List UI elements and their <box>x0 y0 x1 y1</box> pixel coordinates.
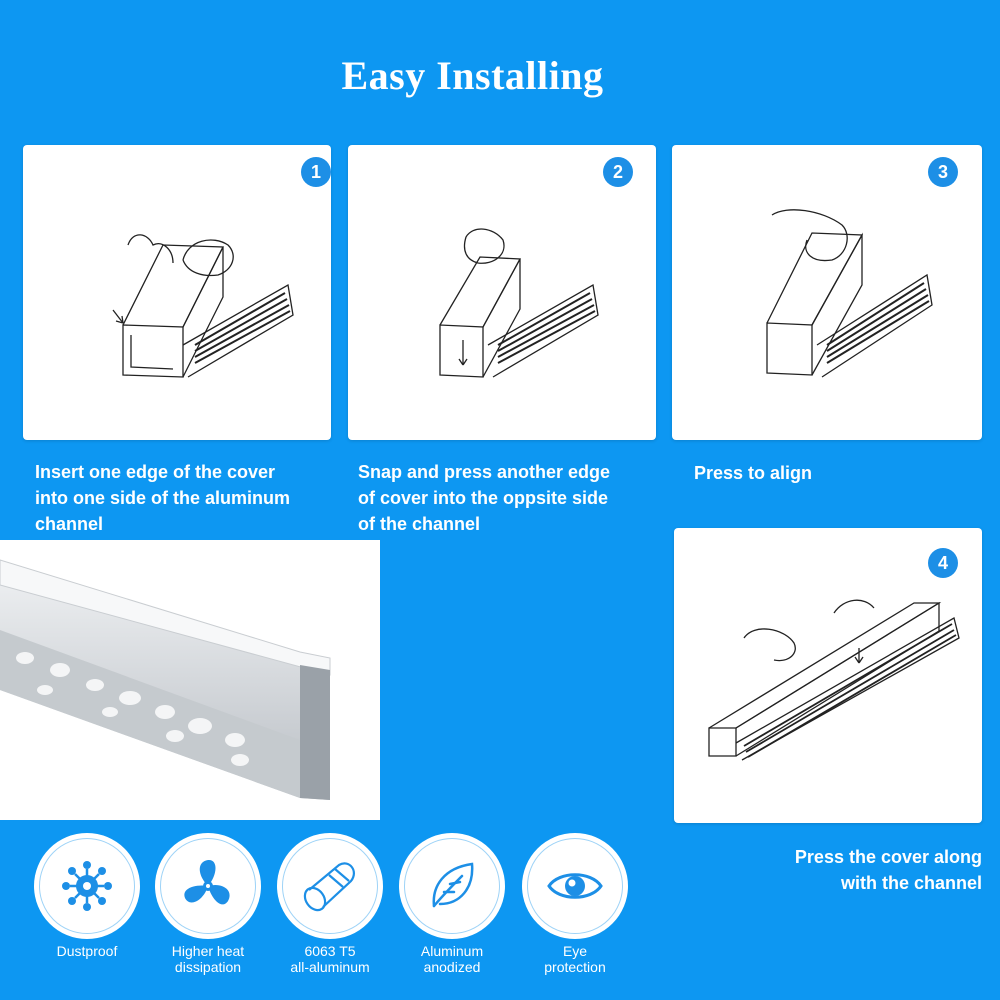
feature-dustproof: Dustproof <box>32 833 142 959</box>
feature-label: Higher heat dissipation <box>171 943 245 975</box>
feature-label: 6063 T5 all-aluminum <box>290 943 370 975</box>
virus-icon <box>62 861 112 911</box>
fan-icon <box>184 859 230 905</box>
feature-label: Dustproof <box>56 943 118 959</box>
step-2-illustration <box>439 228 599 378</box>
step-2-card: 2 <box>348 145 656 440</box>
step-1-illustration <box>112 234 294 378</box>
eye-icon <box>547 873 603 899</box>
aluminum-rod-icon <box>303 862 355 912</box>
step-3-illustration <box>766 209 933 378</box>
step-3-card: 3 <box>672 145 982 440</box>
feature-all-aluminum: 6063 T5 all-aluminum <box>275 833 385 975</box>
feature-heat-dissipation: Higher heat dissipation <box>153 833 263 975</box>
step-1-badge: 1 <box>301 157 331 187</box>
step-2-badge: 2 <box>603 157 633 187</box>
step-4-badge: 4 <box>928 548 958 578</box>
step-1-caption: Insert one edge of the cover into one si… <box>35 462 291 534</box>
feature-label: Aluminum anodized <box>420 943 484 975</box>
leaf-icon <box>432 862 474 908</box>
step-1-card: 1 <box>23 145 331 440</box>
feature-anodized: Aluminum anodized <box>397 833 507 975</box>
feature-eye-protection: Eye protection <box>520 833 630 975</box>
step-4-illustration <box>708 599 960 761</box>
step-4-caption: Press the cover along with the channel <box>794 847 982 893</box>
step-4-card: 4 <box>674 528 982 823</box>
step-2-caption: Snap and press another edge of cover int… <box>358 462 611 534</box>
aluminum-channel-image <box>0 559 380 820</box>
step-3-caption: Press to align <box>694 463 813 483</box>
feature-label: Eye protection <box>544 943 606 975</box>
page-title: Easy Installing <box>341 53 604 98</box>
step-3-badge: 3 <box>928 157 958 187</box>
aluminum-channel-photo <box>0 540 380 820</box>
